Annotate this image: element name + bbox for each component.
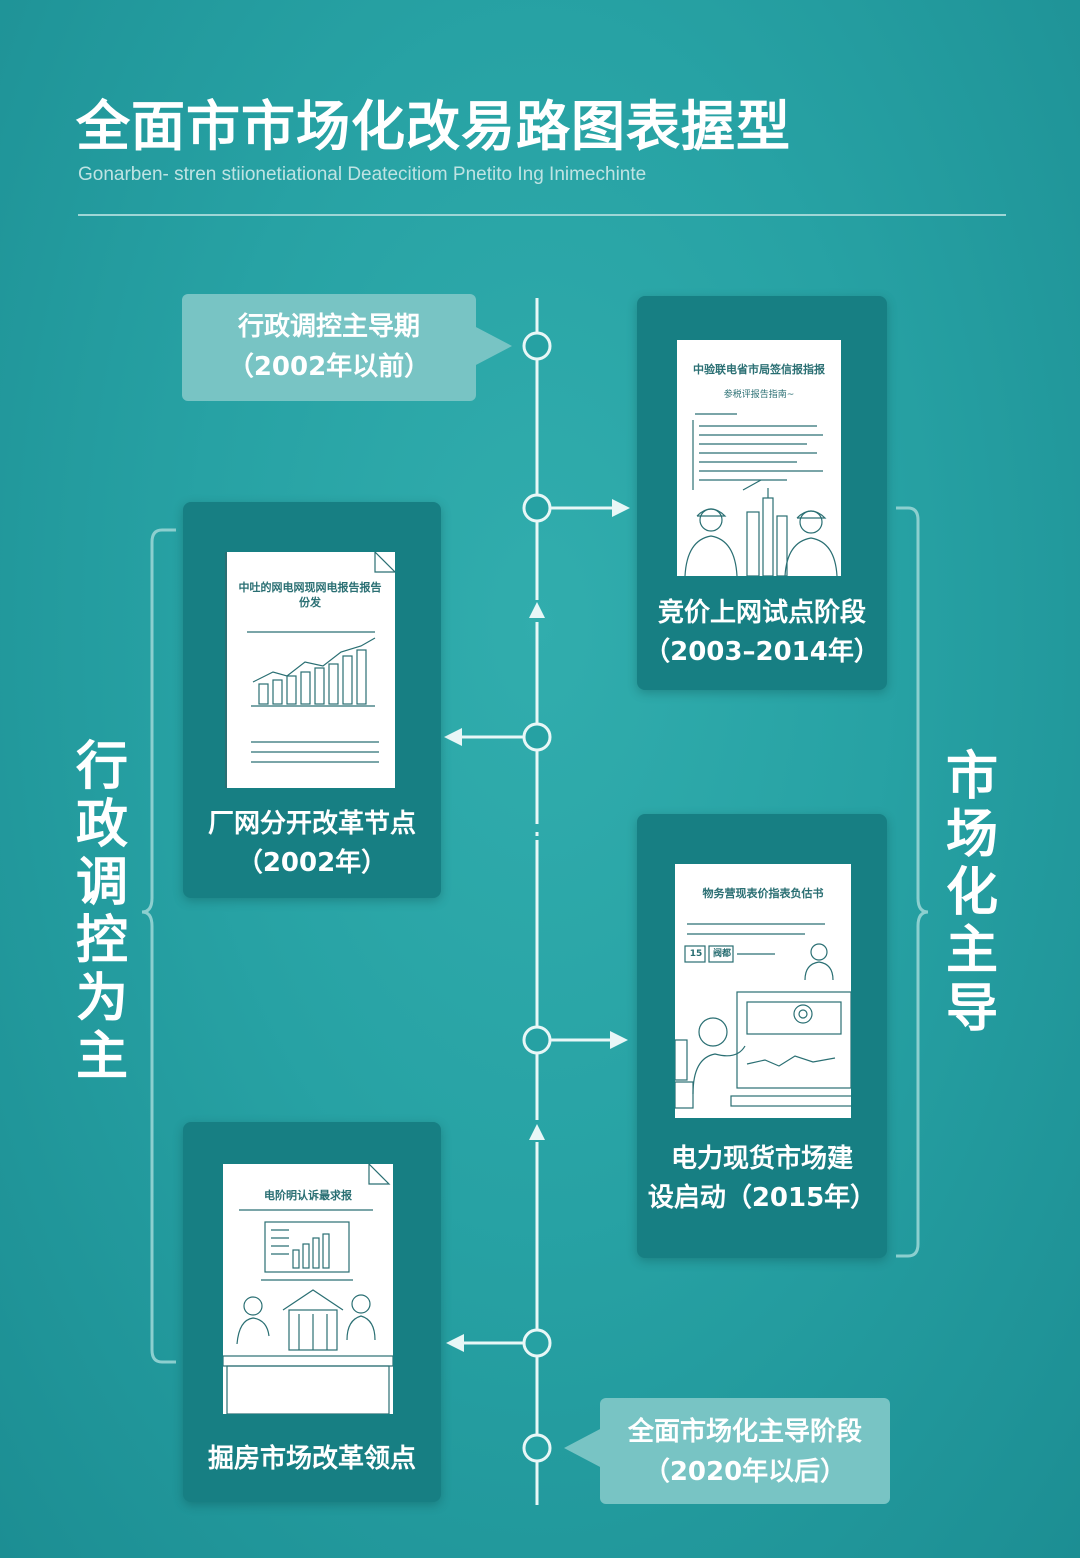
card-title-line1: 厂网分开改革节点: [207, 809, 416, 839]
card-spot-market: 物务营现表价指表负估书 15 阀都 电力现货市场建 设启动（2015年）: [637, 814, 887, 1258]
callout-line1: 行政调控主导期: [237, 312, 420, 342]
card-market-reform: 电阶明认诉最求报 掘房市场改革领点: [183, 1122, 441, 1502]
doc-title: 电阶明认诉最求报: [264, 1189, 352, 1202]
document-illustration: 中验联电省市局签信报指报 参税评报告指南~: [677, 340, 841, 576]
left-bracket-char: 政: [75, 795, 128, 855]
callout-line2: （2002年以前）: [227, 352, 431, 382]
left-bracket-char: 调: [75, 853, 128, 913]
card-title-line2: 设启动（2015年）: [647, 1183, 877, 1213]
document-illustration: 物务营现表价指表负估书 15 阀都: [675, 864, 851, 1118]
callout-pointer: [474, 326, 512, 366]
timeline-node: [522, 331, 552, 361]
arrow-left-head: [444, 728, 462, 746]
left-bracket-char: 行: [75, 737, 128, 797]
right-bracket-char: 市: [945, 747, 998, 807]
timeline-marker: [529, 1124, 545, 1140]
doc-illustration-art: [684, 413, 838, 576]
document-illustration: 中吐的网电网现网电报告报告份发: [225, 552, 395, 788]
arrow-left-head: [446, 1334, 464, 1352]
doc-title: 中验联电省市局签信报指报: [693, 363, 825, 376]
right-bracket-char: 化: [945, 863, 998, 923]
card-title-line2: （2002年）: [236, 848, 388, 878]
doc-title: 中吐的网电网现网电报告报告份发: [238, 581, 382, 609]
page-subtitle: Gonarben- stren stiionetiational Deateci…: [78, 164, 647, 185]
timeline-node: [522, 1328, 552, 1358]
left-bracket-char: 为: [75, 969, 128, 1029]
card-title-line1: 竞价上网试点阶段: [657, 598, 866, 628]
timeline-node: [522, 1025, 552, 1055]
doc-field: 15: [689, 949, 703, 959]
left-bracket-char: 控: [75, 911, 128, 971]
card-title-line1: 掘房市场改革领点: [207, 1444, 416, 1474]
card-title-line2: （2003–2014年）: [644, 637, 880, 667]
right-bracket-char: 主: [945, 921, 998, 981]
doc-field: 阀都: [712, 949, 731, 959]
card-separation: 中吐的网电网现网电报告报告份发 厂网分开改革节点 （2002年）: [183, 502, 441, 898]
right-bracket-char: 导: [945, 979, 998, 1039]
doc-illustration-art: [675, 923, 851, 1109]
timeline-node: [522, 493, 552, 523]
card-bidding-pilot: 中验联电省市局签信报指报 参税评报告指南~ 竞价上网试点阶段: [637, 296, 887, 690]
right-bracket: [896, 506, 929, 1258]
left-bracket-label: 行 政 调 控 为 主: [72, 738, 132, 1086]
callout-pointer: [564, 1428, 602, 1468]
arrow-right-head: [610, 1031, 628, 1049]
page-title: 全面市市场化改易路图表握型: [76, 95, 791, 158]
left-bracket: [141, 528, 176, 1364]
arrow-right-head: [612, 499, 630, 517]
card-title-line1: 电力现货市场建: [670, 1144, 853, 1174]
document-illustration: 电阶明认诉最求报: [223, 1164, 393, 1414]
right-bracket-label: 市 场 化 主 导: [942, 748, 1002, 1038]
left-bracket-char: 主: [75, 1027, 128, 1087]
callout-full-market: 全面市场化主导阶段 （2020年以后）: [600, 1398, 890, 1504]
callout-line1: 全面市场化主导阶段: [627, 1417, 862, 1447]
timeline-node: [522, 1433, 552, 1463]
doc-title: 物务营现表价指表负估书: [702, 887, 824, 900]
doc-subtitle: 参税评报告指南~: [723, 390, 795, 400]
doc-illustration-art: [225, 552, 395, 788]
header-divider: [78, 214, 1006, 216]
callout-admin-period: 行政调控主导期 （2002年以前）: [182, 294, 476, 401]
callout-line2: （2020年以后）: [643, 1457, 847, 1487]
timeline-node: [522, 722, 552, 752]
right-bracket-char: 场: [945, 805, 998, 865]
doc-illustration-art: [223, 1164, 393, 1414]
timeline-marker: [529, 602, 545, 618]
